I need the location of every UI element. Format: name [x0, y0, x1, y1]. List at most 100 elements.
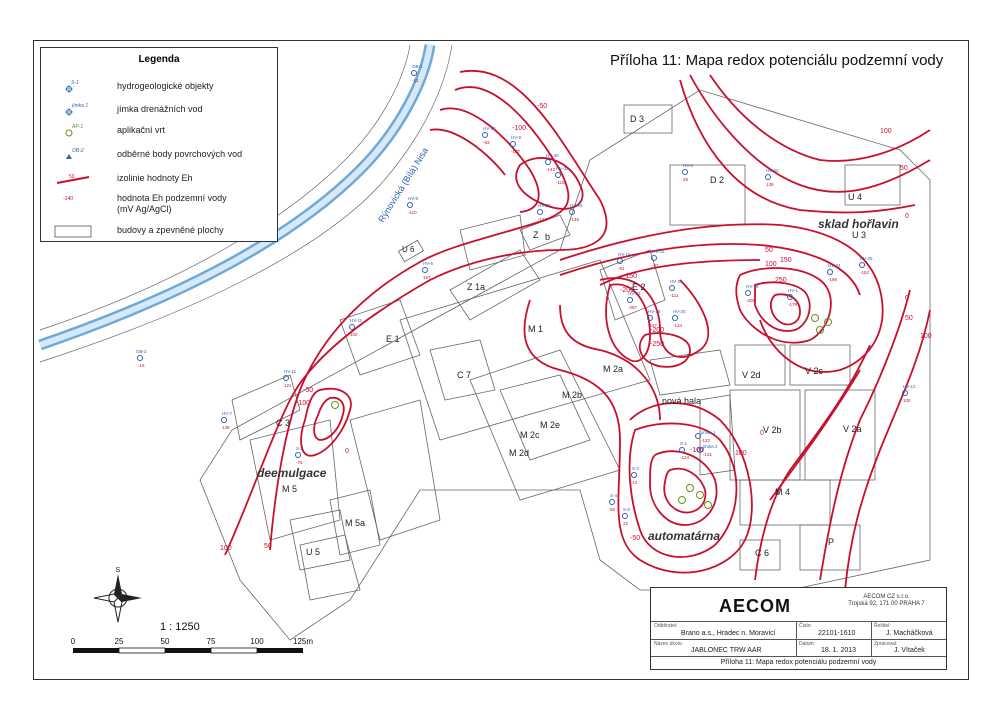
well-marker: S-1-124 — [679, 441, 690, 460]
isoline-label: 100 — [735, 450, 747, 457]
building-label: M 2a — [603, 364, 623, 374]
svg-text:139: 139 — [222, 425, 230, 430]
divider — [796, 621, 797, 656]
scale-tick-label: 25 — [114, 637, 124, 646]
svg-text:86: 86 — [610, 507, 616, 512]
area-label-deemulgace: deemulgace — [257, 466, 327, 480]
building-label: V 2d — [742, 370, 761, 380]
date-value: 18. 1. 2013 — [821, 647, 857, 654]
building-label: C 7 — [457, 370, 471, 380]
svg-text:-143: -143 — [546, 167, 556, 172]
well-marker: HV-8 -110 — [407, 196, 419, 215]
building-label: E 2 — [632, 282, 646, 292]
svg-text:139: 139 — [766, 182, 774, 187]
isoline-label: 50 — [900, 165, 908, 172]
buildings-layer — [199, 89, 931, 641]
legend-item-drainage-sump: jímka 1 jímka drenážních vod — [41, 101, 277, 119]
svg-text:-131: -131 — [703, 452, 713, 457]
building-label: D 3 — [630, 114, 644, 124]
building-label: M 5a — [345, 518, 365, 528]
isoline-label: 0 — [905, 213, 909, 220]
svg-text:-208: -208 — [746, 298, 756, 303]
well-marker: HV-26-146 — [569, 203, 583, 222]
svg-text:-16: -16 — [138, 363, 145, 368]
area-label-automatarna: automatárna — [648, 529, 720, 543]
well-marker: S-522 — [622, 507, 631, 526]
customer-label: Odběratel: — [654, 623, 678, 629]
svg-text:HV-6: HV-6 — [423, 261, 434, 266]
building-label: U 3 — [852, 230, 866, 240]
well-marker: HV-29-134 — [537, 203, 551, 222]
svg-text:-107: -107 — [511, 149, 521, 154]
isoline-label: 100 — [920, 333, 932, 340]
building-label: Z 1a — [467, 282, 485, 292]
isoline-label: -200 — [650, 327, 664, 334]
number-value: 22101-1610 — [818, 630, 856, 637]
svg-text:HV-8: HV-8 — [408, 196, 419, 201]
well-marker: HV-7 139 — [221, 411, 233, 430]
svg-text:-111: -111 — [670, 293, 679, 298]
svg-text:HV-22: HV-22 — [652, 249, 665, 254]
application-well-marker — [704, 501, 712, 509]
area-labels: sklad hořlavin deemulgace automatárna — [257, 217, 899, 543]
company-address: Trojská 92, 171 00 PRAHA 7 — [848, 601, 925, 607]
scale-ratio: 1 : 1250 — [160, 621, 200, 633]
well-marker: HV-18-91 — [617, 252, 631, 271]
svg-text:-12: -12 — [412, 78, 419, 83]
date-label: Datum: — [799, 641, 816, 647]
divider — [651, 656, 946, 657]
svg-text:-179: -179 — [788, 302, 798, 307]
company-info: AECOM CZ s.r.o. Trojská 92, 171 00 PRAHA… — [829, 594, 944, 608]
map-title: Příloha 11: Mapa redox potenciálu podzem… — [610, 52, 944, 69]
legend-item-buildings: budovy a zpevněné plochy — [41, 222, 277, 240]
legend-item-label-line2: (mV Ag/AgCl) — [117, 204, 172, 214]
isoline-label: 100 — [220, 545, 232, 552]
svg-text:S-3: S-3 — [632, 466, 640, 471]
application-well-marker — [696, 491, 704, 499]
building-area-icon — [54, 225, 92, 238]
svg-text:HV-10: HV-10 — [483, 126, 496, 131]
scale-tick-label: 0 — [70, 637, 76, 646]
well-marker: OB-2-16 — [136, 349, 147, 368]
svg-text:-134: -134 — [538, 217, 548, 222]
building-label: V 2c — [805, 366, 824, 376]
svg-text:-237: -237 — [648, 323, 658, 328]
legend-item-label: hodnota Eh podzemní vody(mV Ag/AgCl) — [117, 193, 227, 215]
well-marker: S-313 — [631, 466, 640, 485]
svg-text:S-1: S-1 — [71, 80, 79, 86]
well-marker: S-486 — [609, 493, 618, 512]
svg-text:25: 25 — [683, 177, 689, 182]
svg-text:HV-23: HV-23 — [628, 291, 641, 296]
isoline-label: 50 — [905, 315, 913, 322]
legend-item-label: aplikační vrt — [117, 125, 166, 135]
river-label: Rýnovická (Bílá) Nisa — [376, 146, 430, 224]
svg-text:S-1: S-1 — [680, 441, 688, 446]
svg-text:-115: -115 — [556, 180, 565, 185]
svg-text:50: 50 — [69, 174, 75, 180]
svg-text:S-5: S-5 — [623, 507, 631, 512]
title-block-caption: Příloha 11: Mapa redox potenciálu podzem… — [720, 659, 877, 666]
number-label: Číslo: — [799, 623, 812, 629]
well-marker: HV-30-143 — [545, 153, 559, 172]
svg-text:100: 100 — [903, 398, 911, 403]
svg-text:jímka 2: jímka 2 — [702, 444, 718, 449]
svg-text:-110: -110 — [408, 210, 417, 215]
eh-value-symbol-icon: -140 — [63, 196, 73, 202]
building-label: b — [545, 232, 550, 242]
svg-text:HV-20: HV-20 — [673, 309, 686, 314]
legend-item-eh-value: -140 hodnota Eh podzemní vody(mV Ag/AgCl… — [41, 190, 277, 214]
svg-text:-186: -186 — [828, 277, 838, 282]
svg-text:HV-7: HV-7 — [222, 411, 233, 416]
application-well-marker — [686, 484, 694, 492]
isoline-label: -50 — [630, 535, 640, 542]
area-label-sklad: sklad hořlavin — [818, 217, 899, 231]
well-marker: HV-21-111 — [669, 279, 683, 298]
customer-value: Brano a.s., Hradec n. Moravicí — [681, 630, 776, 637]
isoline-label: 150 — [780, 257, 792, 264]
building-label: M 5 — [282, 484, 297, 494]
svg-text:OB-2: OB-2 — [72, 148, 84, 154]
map-frame — [33, 40, 969, 680]
